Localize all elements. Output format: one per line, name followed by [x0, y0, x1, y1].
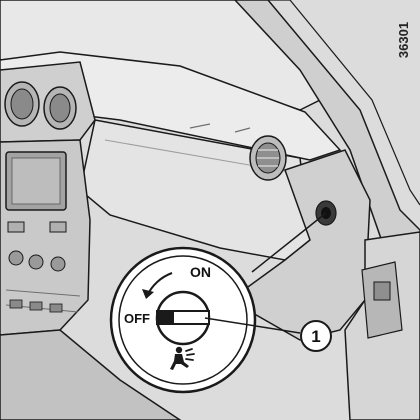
callout-number: 1	[311, 327, 320, 346]
reference-code: 36301	[396, 22, 411, 58]
callout-leader-line	[204, 317, 301, 334]
key-slot	[156, 310, 210, 325]
on-label: ON	[190, 264, 211, 280]
instrument-cluster	[0, 61, 96, 143]
rotation-arrow-head	[142, 289, 154, 299]
switch-detail-callout: ON OFF	[109, 246, 257, 394]
callout-number-badge: 1	[300, 320, 332, 352]
door-panel	[344, 231, 420, 420]
right-air-vent	[249, 135, 287, 181]
a-pillar-edge	[268, 0, 420, 206]
glovebox-lid-marks	[189, 123, 251, 133]
footwell	[0, 329, 182, 420]
off-label: OFF	[124, 311, 150, 326]
center-console	[0, 139, 91, 336]
detail-leader-line	[251, 212, 327, 273]
passenger-airbag-icon	[170, 346, 195, 370]
